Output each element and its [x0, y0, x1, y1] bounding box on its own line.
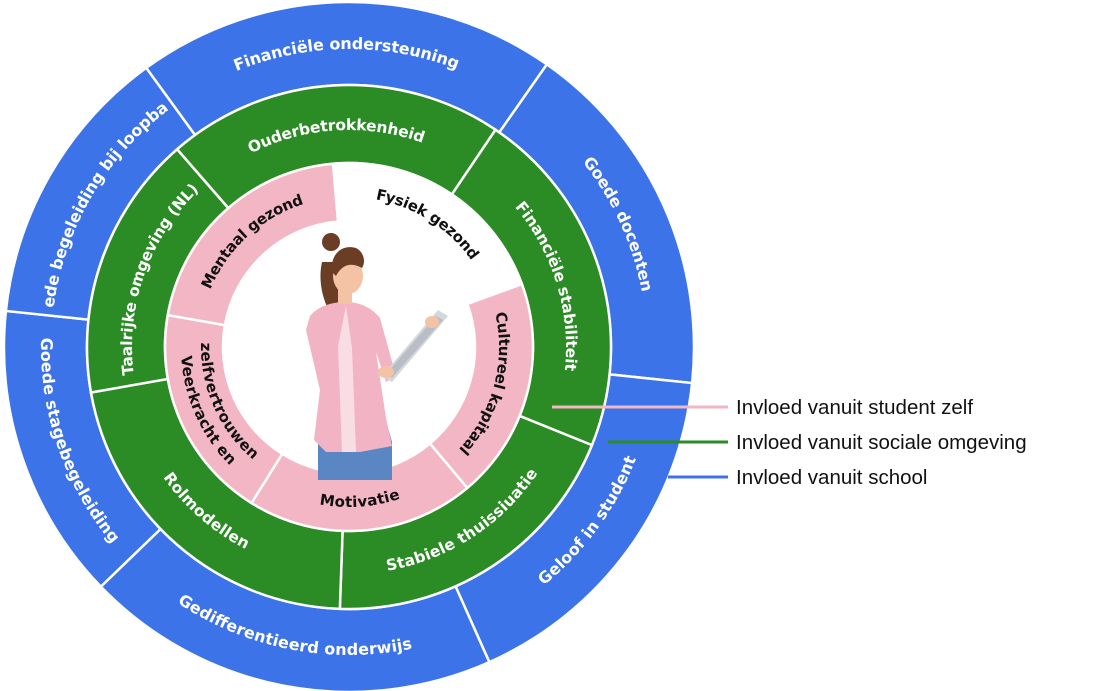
legend-label-social: Invloed vanuit sociale omgeving [736, 431, 1027, 454]
legend-label-school: Invloed vanuit school [736, 466, 927, 489]
legend-label-student: Invloed vanuit student zelf [736, 396, 973, 419]
legend: Invloed vanuit student zelf Invloed vanu… [552, 396, 1027, 489]
woman-with-tablet-icon [306, 233, 448, 480]
segment-student-mentaal-gezond [166, 162, 340, 327]
